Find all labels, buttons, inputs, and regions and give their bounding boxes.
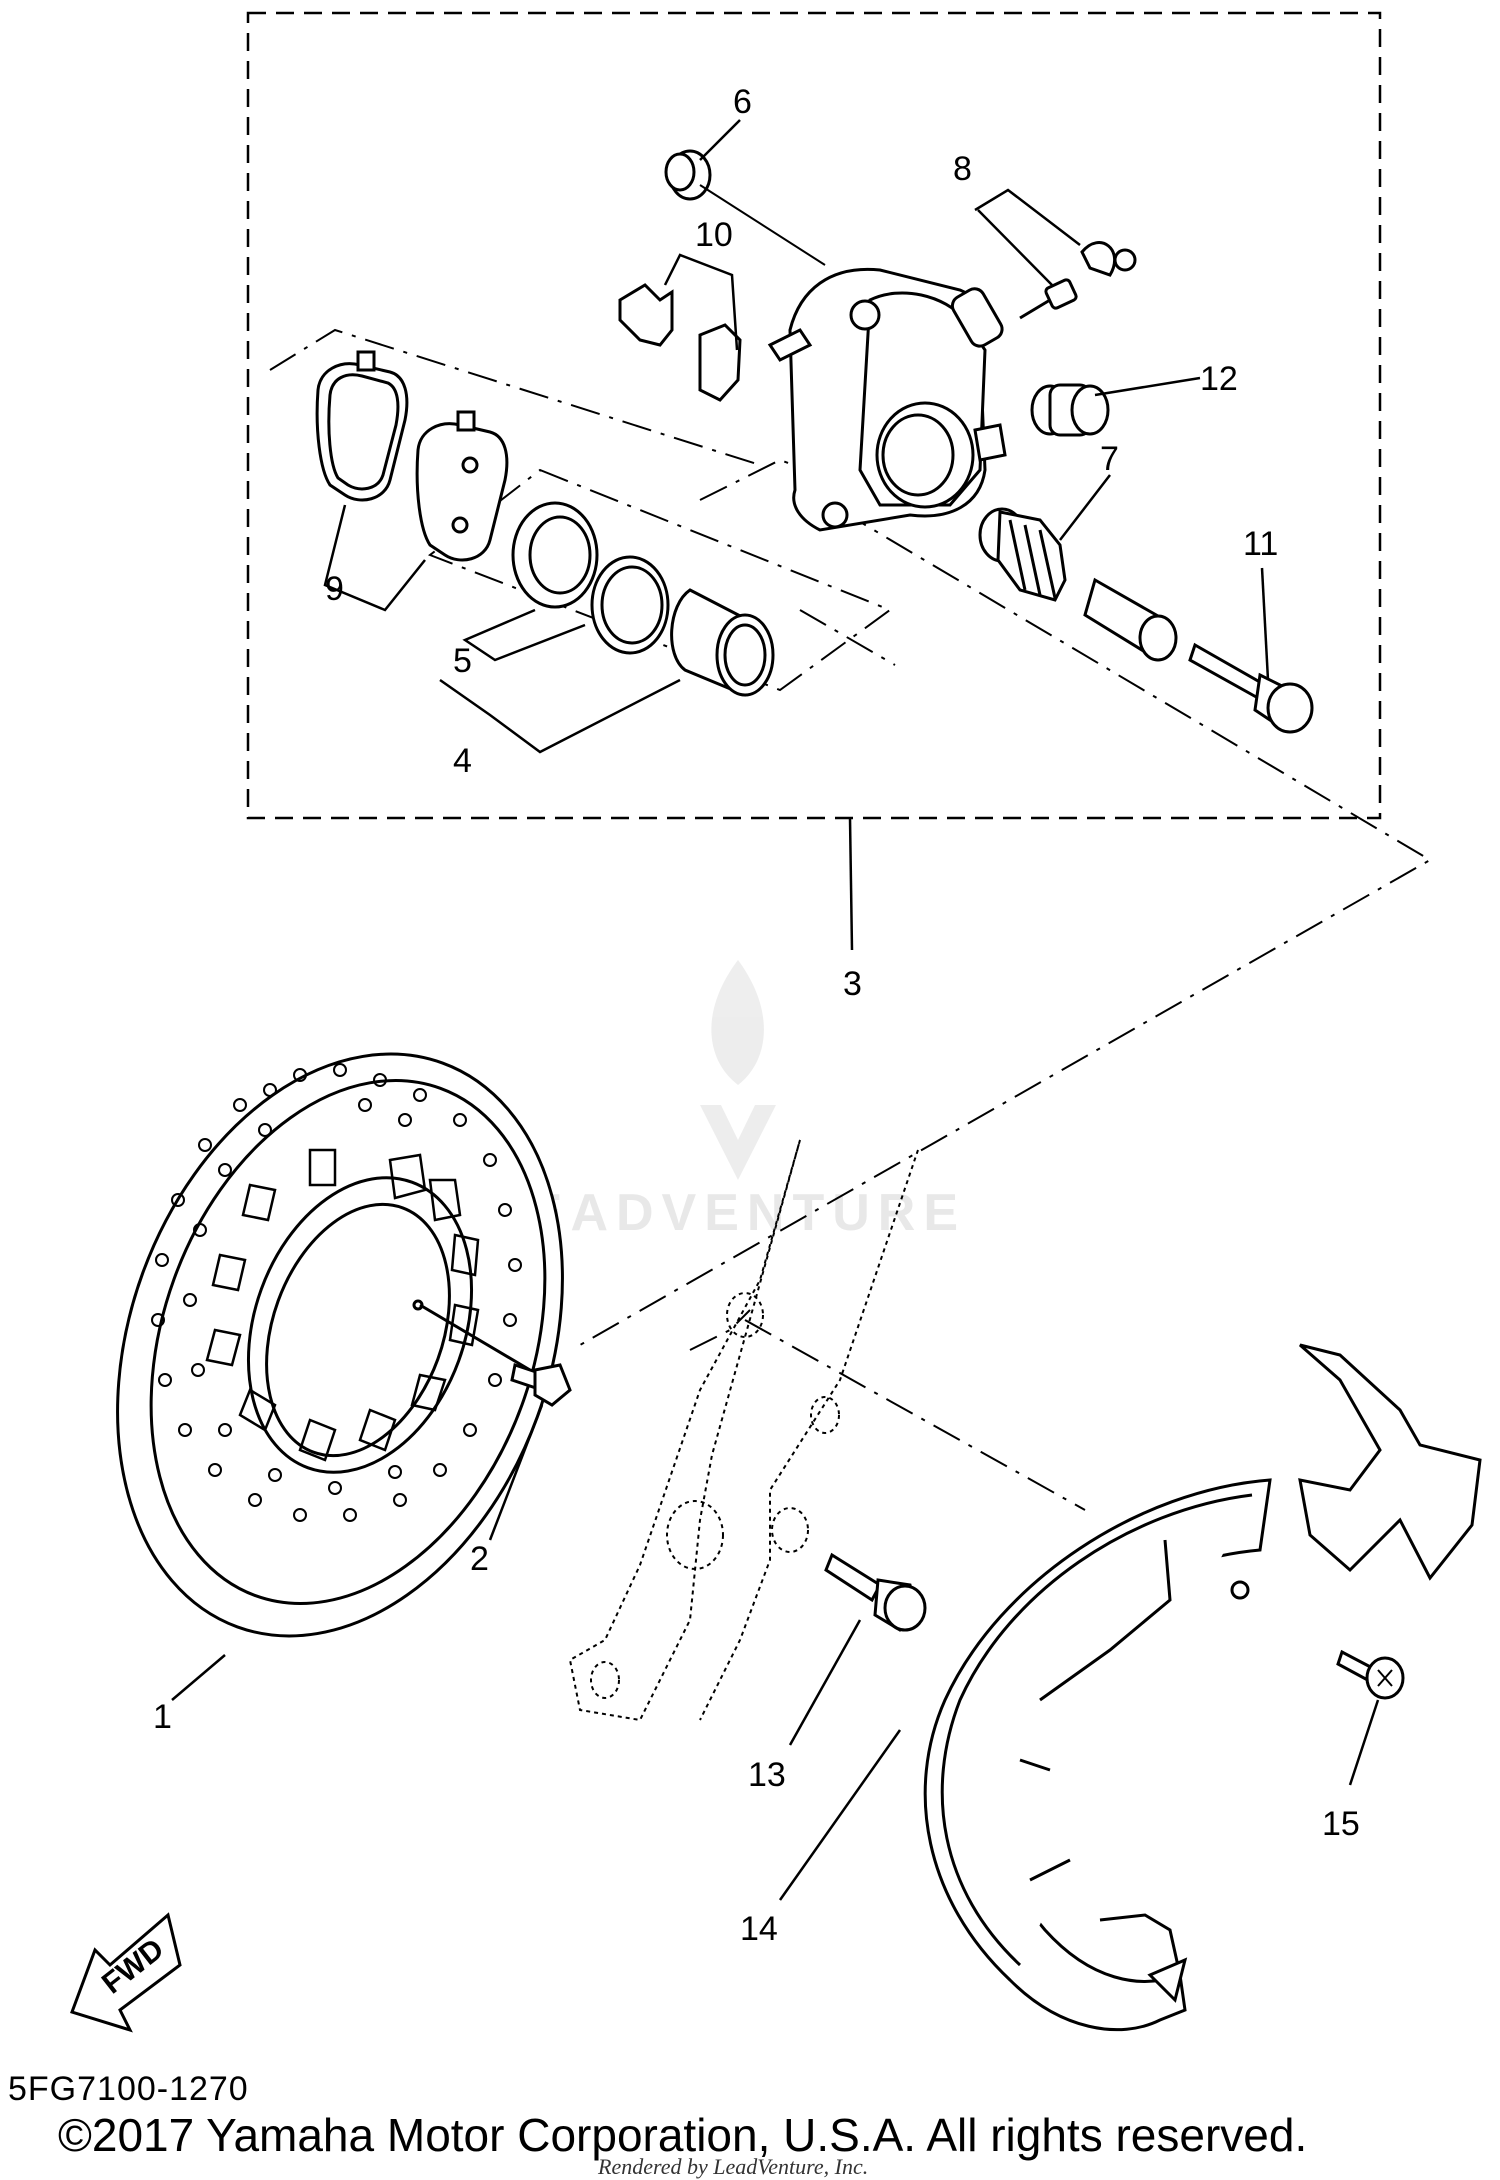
bleed-cap	[664, 149, 712, 201]
pad-clips	[618, 283, 742, 402]
disc-bolt	[510, 1363, 572, 1407]
copyright-notice: ©2017 Yamaha Motor Corporation, U.S.A. A…	[58, 2109, 1308, 2161]
callout-9: 9	[325, 570, 344, 608]
slide-boot	[978, 507, 1067, 602]
front-fork-leg	[568, 1139, 919, 1722]
callout-4: 4	[453, 742, 472, 780]
caliper-assembly-box	[246, 11, 1382, 820]
callout-12: 12	[1200, 360, 1238, 398]
brake-disc	[116, 1052, 564, 1638]
slide-pin	[1083, 577, 1178, 662]
callout-10: 10	[695, 216, 733, 254]
caliper-bolt	[1188, 642, 1314, 734]
callout-15: 15	[1322, 1805, 1360, 1843]
callout-5: 5	[453, 642, 472, 680]
callout-1: 1	[153, 1698, 172, 1736]
diagram-part-code: 5FG7100-1270	[8, 2070, 249, 2108]
bleed-screw	[1019, 241, 1137, 320]
callout-2: 2	[470, 1540, 489, 1578]
watermark-text: LEADVENTURE	[488, 1184, 966, 1242]
callout-11: 11	[1243, 525, 1278, 563]
brake-pads	[315, 350, 509, 562]
rendered-by-credit: Rendered by LeadVenture, Inc.	[598, 2154, 869, 2179]
callout-3: 3	[843, 965, 862, 1003]
disc-guard	[923, 1343, 1482, 2032]
callout-14: 14	[740, 1910, 778, 1948]
piston	[670, 588, 775, 697]
guard-bolt	[824, 1552, 927, 1632]
piston-seals	[511, 501, 670, 655]
callout-13: 13	[748, 1756, 786, 1794]
callout-8: 8	[953, 150, 972, 188]
callout-7: 7	[1100, 440, 1119, 478]
watermark-logo: LEADVENTURE	[488, 960, 966, 1242]
slide-bushing	[1030, 383, 1110, 437]
callout-6: 6	[733, 83, 752, 121]
fwd-arrow-icon: FWD	[70, 1912, 182, 2033]
guard-screw	[1336, 1649, 1405, 1700]
caliper-body	[767, 267, 1007, 532]
